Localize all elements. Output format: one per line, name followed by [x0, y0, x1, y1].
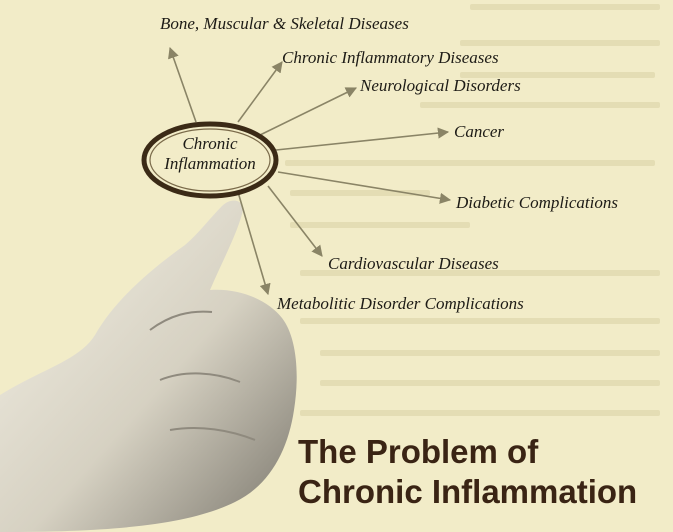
target-bone: Bone, Muscular & Skeletal Diseases — [160, 14, 409, 34]
target-metabolitic: Metabolitic Disorder Complications — [277, 294, 524, 314]
pointing-hand-illustration — [0, 200, 297, 532]
arrow-bone — [170, 48, 196, 122]
page-title-line2: Chronic Inflammation — [298, 472, 670, 512]
page-title: The Problem of Chronic Inflammation — [298, 432, 670, 512]
arrow-chronic-inflammatory — [238, 62, 282, 122]
arrow-cancer — [276, 132, 448, 150]
hub-label: Chronic Inflammation — [152, 134, 268, 174]
arrow-diabetic — [278, 172, 450, 200]
hub-label-line1: Chronic — [152, 134, 268, 154]
target-diabetic: Diabetic Complications — [456, 193, 618, 213]
target-cardiovascular: Cardiovascular Diseases — [328, 254, 499, 274]
arrow-cardiovascular — [268, 186, 322, 256]
target-cancer: Cancer — [454, 122, 504, 142]
arrow-metabolitic — [238, 192, 268, 294]
hub-label-line2: Inflammation — [152, 154, 268, 174]
arrow-neurological — [258, 88, 356, 136]
target-neurological: Neurological Disorders — [360, 76, 521, 96]
page-title-line1: The Problem of — [298, 432, 670, 472]
target-chronic-inflammatory: Chronic Inflammatory Diseases — [282, 48, 499, 68]
